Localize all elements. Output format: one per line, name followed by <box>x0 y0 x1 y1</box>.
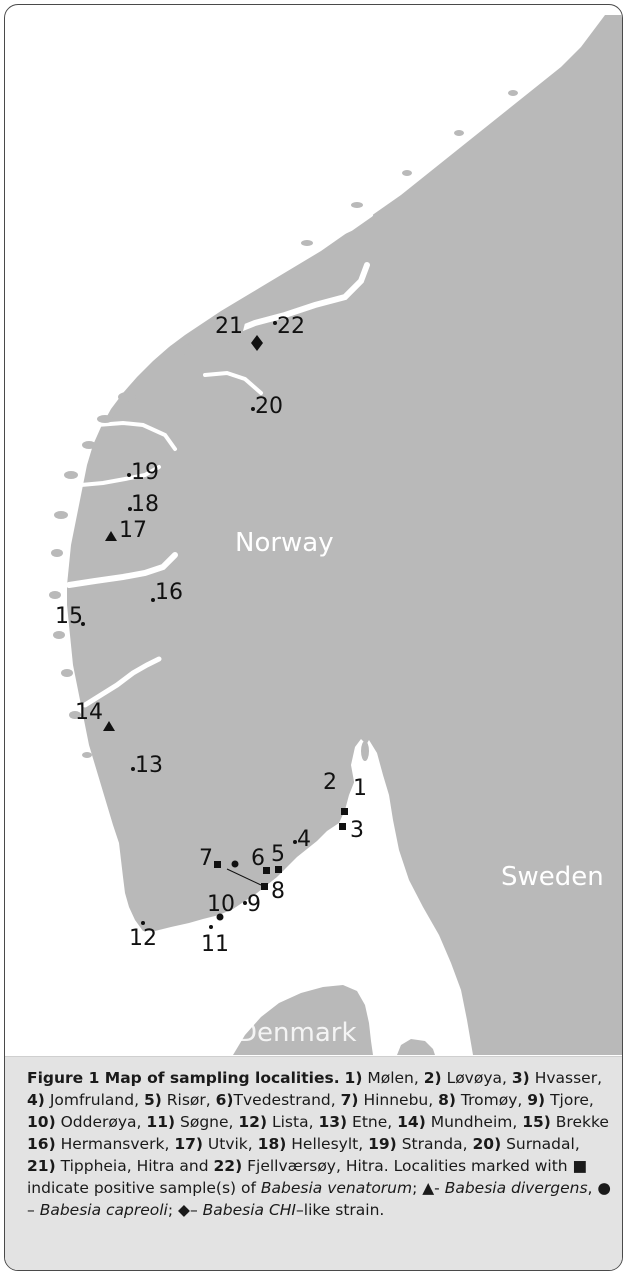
marker-dot-19 <box>127 473 131 477</box>
water-trondheimsfjord <box>222 262 370 338</box>
locality-label-8: 8 <box>271 879 285 904</box>
marker-diamond-21 <box>251 335 263 351</box>
marker-triangle-17 <box>105 531 117 541</box>
legend-square-icon: ■ <box>572 1157 588 1175</box>
marker-dot-18 <box>128 507 132 511</box>
locality-label-2: 2 <box>323 770 337 795</box>
locality-label-15: 15 <box>55 604 83 629</box>
legend-triangle-icon: ▲ <box>422 1179 435 1197</box>
caption-title: Figure 1 Map of sampling localities. <box>27 1069 340 1087</box>
locality-label-12: 12 <box>129 926 157 951</box>
marker-circle-7 <box>231 860 239 868</box>
legend-circle-icon: ● <box>597 1179 611 1197</box>
locality-label-5: 5 <box>271 842 285 867</box>
water-hardangerfjord <box>82 656 162 708</box>
marker-square-5 <box>275 866 282 873</box>
locality-label-16: 16 <box>155 580 183 605</box>
locality-label-22: 22 <box>277 314 305 339</box>
water-sognefjord <box>66 552 178 588</box>
marker-dot-9 <box>243 901 247 905</box>
locality-label-1: 1 <box>353 776 367 801</box>
marker-dot-22 <box>273 321 277 325</box>
country-label-sweden: Sweden <box>501 862 604 892</box>
marker-square-6 <box>263 867 270 874</box>
locality-label-19: 19 <box>131 460 159 485</box>
locality-label-17: 17 <box>119 518 147 543</box>
water-fjord-surnadal <box>203 370 263 395</box>
country-label-norway: Norway <box>235 528 334 558</box>
water-nordfjord <box>79 465 161 487</box>
marker-dot-16 <box>151 598 155 602</box>
locality-label-11: 11 <box>201 932 229 957</box>
locality-labels: 1 2 3 4 5 6 7 8 9 10 11 12 13 14 15 16 1… <box>55 314 367 957</box>
locality-label-6: 6 <box>251 846 265 871</box>
marker-circle-10 <box>216 913 224 921</box>
marker-triangle-14 <box>103 721 115 731</box>
figure-frame: Norway Sweden Denmark <box>4 4 623 1271</box>
coastal-islands <box>49 90 518 761</box>
water-storfjord <box>95 420 177 451</box>
marker-square-7 <box>214 861 221 868</box>
marker-dot-15 <box>81 622 85 626</box>
locality-label-21: 21 <box>215 314 243 339</box>
figure-caption: Figure 1 Map of sampling localities. 1) … <box>27 1069 611 1219</box>
marker-dot-20 <box>251 407 255 411</box>
land-denmark <box>233 985 373 1055</box>
country-label-denmark: Denmark <box>237 1018 357 1048</box>
locality-label-4: 4 <box>297 827 311 852</box>
locality-label-9: 9 <box>247 892 261 917</box>
caption-panel: Figure 1 Map of sampling localities. 1) … <box>5 1056 622 1270</box>
markers <box>81 321 348 929</box>
water-oslofjord <box>351 739 385 841</box>
marker-square-8 <box>261 883 268 890</box>
map-svg: Norway Sweden Denmark <box>49 15 622 1055</box>
map-area: Norway Sweden Denmark <box>5 5 622 1055</box>
locality-label-7: 7 <box>199 846 213 871</box>
locality-label-20: 20 <box>255 394 283 419</box>
locality-label-13: 13 <box>135 753 163 778</box>
marker-dot-12 <box>141 921 145 925</box>
land-denmark-island <box>397 1039 435 1055</box>
locality-label-10: 10 <box>207 892 235 917</box>
locality-label-3: 3 <box>350 818 364 843</box>
marker-dot-11 <box>209 925 213 929</box>
marker-dot-4 <box>293 840 297 844</box>
locality-label-18: 18 <box>131 492 159 517</box>
land-norway-sweden <box>67 15 622 1055</box>
legend-diamond-icon: ◆ <box>178 1201 190 1219</box>
locality-label-14: 14 <box>75 700 103 725</box>
marker-square-3 <box>339 823 346 830</box>
marker-square-1 <box>341 808 348 815</box>
marker-dot-13 <box>131 767 135 771</box>
water-fjord-north <box>303 213 373 257</box>
